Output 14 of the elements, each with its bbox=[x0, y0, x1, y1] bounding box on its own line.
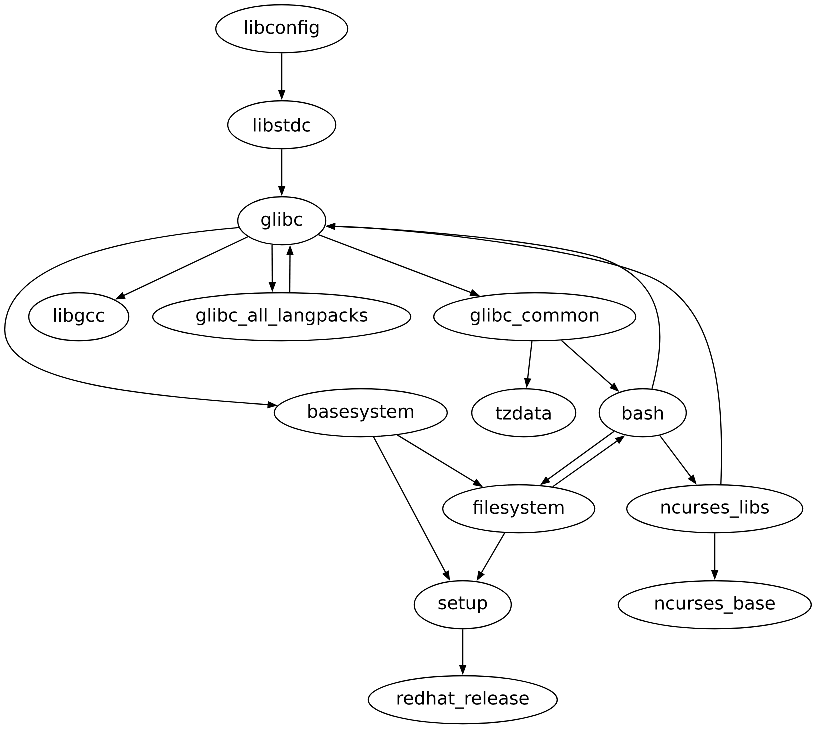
package-node: bash bbox=[598, 388, 688, 438]
package-node: libgcc bbox=[28, 292, 130, 342]
package-node: tzdata bbox=[471, 388, 577, 438]
package-node: libstdc bbox=[227, 100, 337, 150]
package-node: libconfig bbox=[215, 4, 349, 54]
package-node: filesystem bbox=[442, 484, 596, 534]
package-node: ncurses_base bbox=[618, 580, 812, 630]
package-node: redhat_release bbox=[368, 675, 558, 725]
package-node: glibc_all_langpacks bbox=[152, 292, 412, 342]
package-node: basesystem bbox=[274, 388, 448, 438]
package-node: ncurses_libs bbox=[626, 484, 804, 534]
package-node: glibc bbox=[237, 196, 327, 246]
package-node: glibc_common bbox=[433, 292, 637, 342]
package-node: setup bbox=[414, 580, 512, 630]
